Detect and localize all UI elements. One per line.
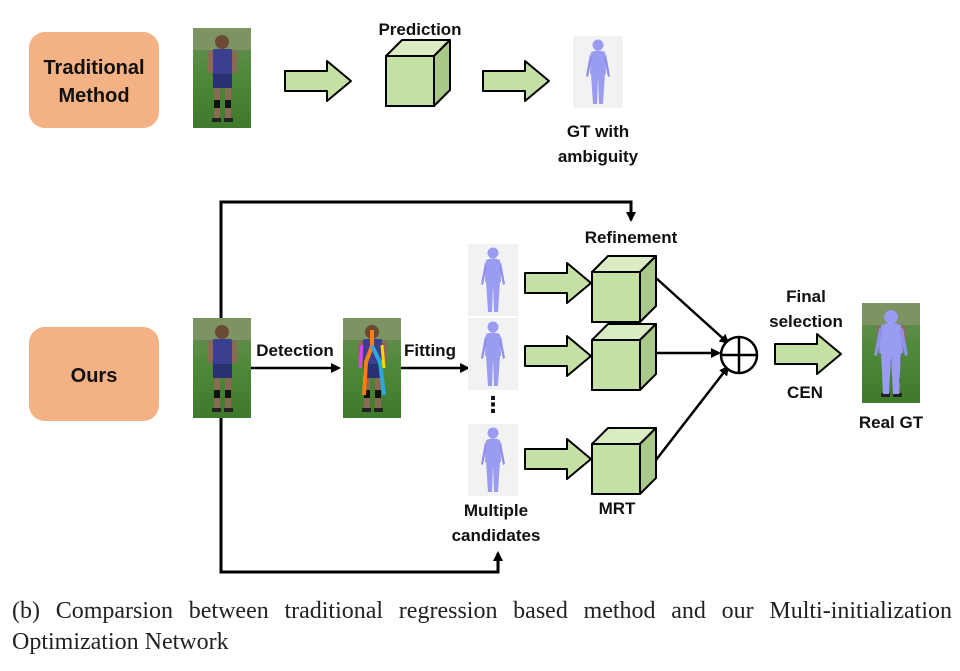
block-arrow-icon bbox=[774, 333, 842, 375]
skip-connection-to-refinement bbox=[219, 200, 636, 320]
refinement-cube-icon bbox=[591, 255, 657, 323]
input-person-photo-ours bbox=[193, 318, 251, 418]
ours-method-label: Ours bbox=[71, 365, 118, 387]
final-selection-label-line1: Final bbox=[786, 287, 826, 306]
figure-caption: (b) Comparsion between traditional regre… bbox=[12, 598, 952, 655]
prediction-label: Prediction bbox=[378, 20, 461, 39]
candidate-body-mesh bbox=[468, 318, 518, 390]
traditional-method-pill: Traditional Method bbox=[29, 32, 159, 128]
cen-label: CEN bbox=[787, 383, 823, 402]
candidate-body-mesh bbox=[468, 244, 518, 316]
merge-arrow-bottom bbox=[655, 365, 730, 461]
candidate-body-mesh bbox=[468, 424, 518, 496]
refinement-cube-icon bbox=[591, 323, 657, 391]
multiple-candidates-label-line1: Multiple bbox=[464, 501, 528, 520]
final-selection-label-line2: selection bbox=[769, 312, 843, 331]
gt-body-mesh-ambiguous bbox=[573, 36, 623, 108]
multiple-candidates-label-line2: candidates bbox=[452, 526, 541, 545]
prediction-cube-icon bbox=[385, 39, 451, 107]
detection-label: Detection bbox=[256, 341, 333, 360]
refinement-label: Refinement bbox=[585, 228, 678, 247]
input-person-photo-traditional bbox=[193, 28, 251, 128]
ours-method-pill: Ours bbox=[29, 327, 159, 421]
mrt-label: MRT bbox=[599, 499, 636, 518]
ellipsis-mark: ⋮ bbox=[482, 393, 504, 418]
real-gt-photo bbox=[862, 303, 920, 403]
fitting-label: Fitting bbox=[404, 341, 456, 360]
block-arrow-icon bbox=[524, 438, 592, 480]
circle-plus-icon bbox=[719, 335, 759, 375]
traditional-method-label-line2: Method bbox=[58, 85, 129, 107]
gt-ambiguity-label-line2: ambiguity bbox=[558, 147, 639, 166]
refinement-cube-icon bbox=[591, 427, 657, 495]
block-arrow-icon bbox=[524, 335, 592, 377]
block-arrow-icon bbox=[482, 60, 550, 102]
gt-ambiguity-label-line1: GT with bbox=[567, 122, 629, 141]
block-arrow-icon bbox=[524, 262, 592, 304]
real-gt-label: Real GT bbox=[859, 413, 924, 432]
skeleton-photo bbox=[343, 318, 401, 418]
traditional-method-label-line1: Traditional bbox=[43, 57, 144, 79]
block-arrow-icon bbox=[284, 60, 352, 102]
merge-arrow-top bbox=[655, 277, 730, 345]
skip-connection-to-candidates bbox=[219, 418, 503, 574]
